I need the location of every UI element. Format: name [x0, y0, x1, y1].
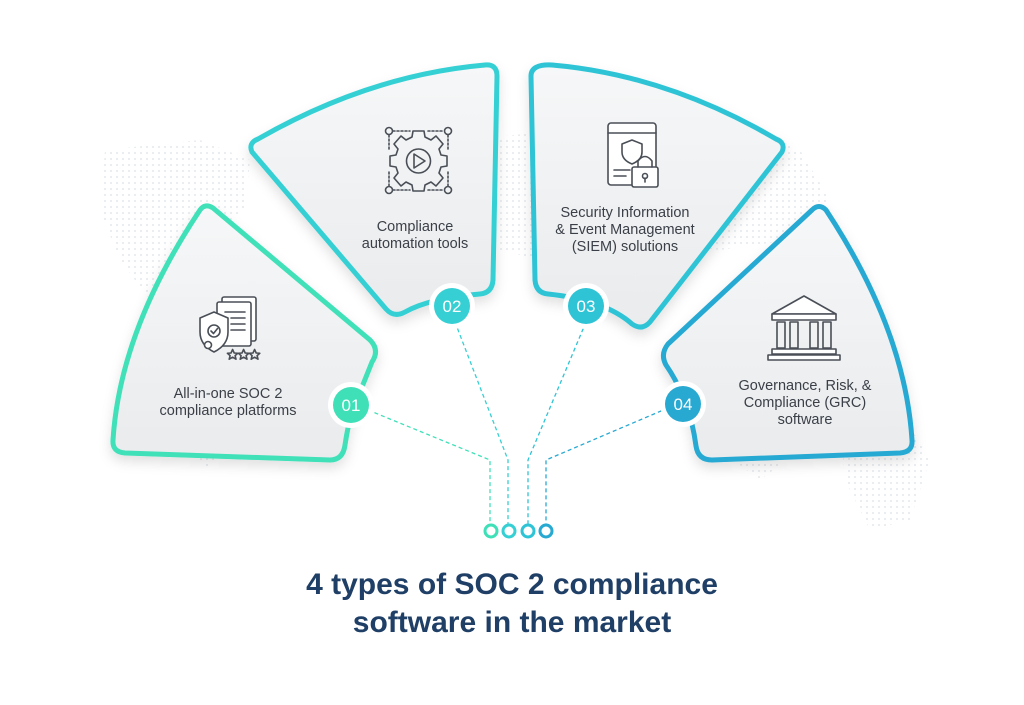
connector-node-01: [483, 523, 499, 539]
badge-02: 02: [429, 283, 475, 329]
infographic-title: 4 types of SOC 2 compliance software in …: [306, 568, 718, 639]
badge-01: 01: [328, 382, 374, 428]
connector-node-02: [501, 523, 517, 539]
badge-02-number: 02: [443, 297, 462, 316]
connector-lines: [367, 321, 669, 530]
card-02-label: Compliance automation tools: [361, 219, 469, 252]
connector-line-01: [367, 409, 491, 530]
gear-play-icon: [384, 126, 453, 195]
monitor-lock-icon: [607, 122, 659, 188]
connector-node-04: [538, 523, 554, 539]
badge-04-number: 04: [674, 395, 693, 414]
courthouse-icon: [767, 295, 841, 361]
card-03-label: Security Information & Event Management …: [555, 205, 695, 255]
badge-03: 03: [563, 283, 609, 329]
connector-nodes: [483, 523, 554, 539]
certificate-shield-icon: [199, 296, 261, 360]
badge-03-number: 03: [577, 297, 596, 316]
card-04-label: Governance, Risk, & Compliance (GRC) sof…: [738, 378, 872, 428]
card-03: [528, 62, 786, 330]
connector-line-04: [545, 407, 669, 530]
connector-line-02: [454, 321, 509, 530]
badge-04: 04: [660, 381, 706, 427]
connector-line-03: [527, 321, 587, 530]
connector-node-03: [520, 523, 536, 539]
card-01-label: All-in-one SOC 2 compliance platforms: [159, 386, 297, 419]
card-04: [660, 204, 915, 463]
card-02: [248, 62, 500, 317]
badge-01-number: 01: [342, 396, 361, 415]
